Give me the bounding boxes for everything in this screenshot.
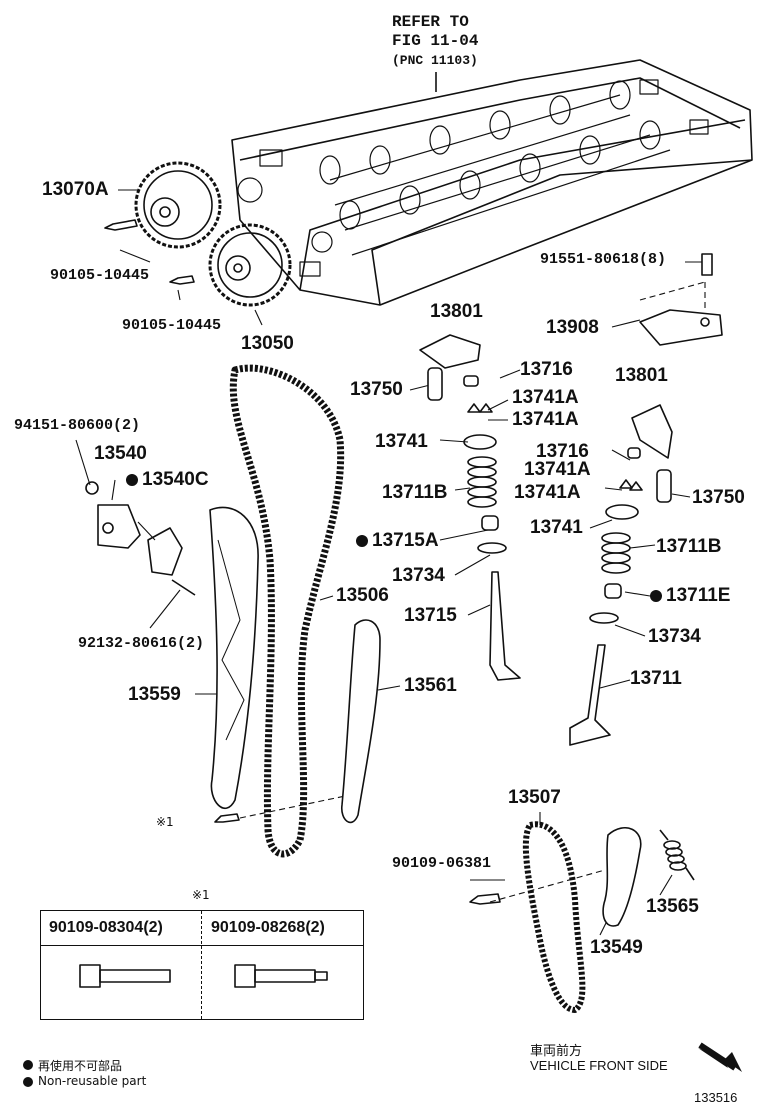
ref-mark-bolt: ※1 bbox=[156, 815, 174, 829]
direction-jp-text: 車両前方 bbox=[530, 1044, 583, 1059]
label-13715A: 13715A bbox=[356, 531, 439, 550]
label-92132: 92132-80616(2) bbox=[78, 635, 205, 652]
label-90109-06381: 90109-06381 bbox=[392, 855, 492, 872]
refer-line-2: FIG 11-04 bbox=[392, 32, 479, 50]
label-13741A-b: 13741A bbox=[512, 409, 579, 430]
label-13741A-c: 13741A bbox=[524, 459, 591, 480]
bolt-variant-box: 90109-08304(2) 90109-08268(2) bbox=[40, 910, 364, 1020]
label-13711E: 13711E bbox=[650, 586, 730, 605]
box-column-divider bbox=[201, 911, 202, 1019]
label-13741-b: 13741 bbox=[530, 517, 583, 538]
box-header-divider bbox=[41, 945, 363, 946]
label-13750-b: 13750 bbox=[692, 487, 745, 508]
rocker-arm-b-drawing bbox=[631, 404, 673, 459]
label-13741A-d: 13741A bbox=[514, 482, 581, 503]
figure-number: 133516 bbox=[694, 1090, 738, 1105]
bolt-90109-08268-drawing bbox=[234, 964, 328, 988]
chain-damper-13549-drawing bbox=[602, 826, 642, 927]
gasket-13540C-drawing bbox=[147, 527, 183, 576]
label-13734-a: 13734 bbox=[392, 565, 445, 586]
label-13565: 13565 bbox=[646, 896, 699, 917]
valve-13711-drawing bbox=[569, 644, 611, 746]
label-13549: 13549 bbox=[590, 937, 643, 958]
cylinder-head-drawing bbox=[231, 59, 753, 306]
legend-jp-text: 再使用不可部品 bbox=[38, 1059, 123, 1073]
label-13715: 13715 bbox=[404, 605, 457, 626]
legend-en-text: Non-reusable part bbox=[38, 1074, 147, 1088]
lash-adjuster-b-drawing bbox=[656, 469, 672, 503]
cam-gear-13050-drawing bbox=[208, 223, 292, 307]
legend-en-bullet bbox=[23, 1077, 33, 1087]
label-91551: 91551-80618(8) bbox=[540, 251, 667, 268]
label-13711B-a: 13711B bbox=[382, 482, 448, 503]
label-13801-a: 13801 bbox=[430, 301, 483, 322]
box-label-right: 90109-08268(2) bbox=[211, 919, 325, 936]
label-13716-a: 13716 bbox=[520, 359, 573, 380]
label-13711B-b: 13711B bbox=[656, 536, 722, 557]
stud-92132-drawing bbox=[171, 579, 196, 596]
valve-spring-a-drawing bbox=[467, 456, 497, 508]
bolt-90109-08304-drawing bbox=[79, 964, 171, 988]
label-13741-a: 13741 bbox=[375, 431, 428, 452]
label-13540: 13540 bbox=[94, 443, 147, 464]
label-13908: 13908 bbox=[546, 317, 599, 338]
label-13070A: 13070A bbox=[42, 179, 109, 200]
timing-chain-13506-drawing bbox=[229, 364, 345, 858]
label-13741A-a: 13741A bbox=[512, 387, 579, 408]
box-label-left: 90109-08304(2) bbox=[49, 919, 163, 936]
label-13734-b: 13734 bbox=[648, 626, 701, 647]
label-13559: 13559 bbox=[128, 684, 181, 705]
ref-mark-box: ※1 bbox=[192, 888, 210, 902]
label-13507: 13507 bbox=[508, 787, 561, 808]
spring-13565-drawing bbox=[659, 829, 695, 881]
chain-tensioner-13540-drawing bbox=[97, 504, 141, 549]
label-13050: 13050 bbox=[241, 333, 294, 354]
chain-guide-13559-drawing bbox=[209, 506, 259, 809]
label-13561: 13561 bbox=[404, 675, 457, 696]
bracket-13908-drawing bbox=[639, 253, 723, 346]
refer-line-1: REFER TO bbox=[392, 13, 469, 31]
direction-en-text: VEHICLE FRONT SIDE bbox=[530, 1058, 668, 1073]
bolt-90105-drawing bbox=[104, 219, 195, 285]
cam-gear-13070A-drawing bbox=[134, 161, 222, 249]
refer-line-3: (PNC 11103) bbox=[392, 53, 478, 68]
rocker-arm-a-drawing bbox=[419, 334, 481, 369]
valve-13715-drawing bbox=[489, 571, 521, 681]
label-90105-b: 90105-10445 bbox=[122, 317, 222, 334]
label-90105-a: 90105-10445 bbox=[50, 267, 150, 284]
legend-jp-bullet bbox=[23, 1060, 33, 1070]
label-13540C: 13540C bbox=[126, 470, 209, 489]
label-13711: 13711 bbox=[630, 668, 682, 689]
label-13801-b: 13801 bbox=[615, 365, 668, 386]
label-13750-a: 13750 bbox=[350, 379, 403, 400]
label-13506: 13506 bbox=[336, 585, 389, 606]
oil-pump-chain-13507-drawing bbox=[522, 821, 586, 1013]
label-13716-b: 13716 bbox=[536, 441, 589, 462]
lash-adjuster-a-drawing bbox=[427, 367, 443, 401]
label-94151: 94151-80600(2) bbox=[14, 417, 141, 434]
valve-spring-b-drawing bbox=[601, 532, 631, 574]
chain-tensioner-arm-13561-drawing bbox=[341, 619, 381, 824]
